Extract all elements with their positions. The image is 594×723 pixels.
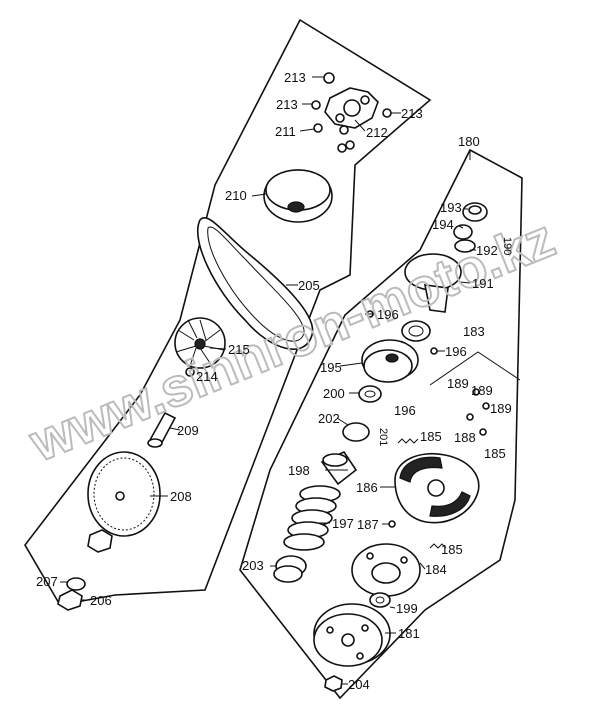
label-206: 206: [90, 593, 112, 608]
part-189-pins: [466, 388, 490, 436]
label-210: 210: [225, 188, 247, 203]
label-195: 195: [320, 360, 342, 375]
part-208-drive-pulley: [87, 451, 161, 537]
label-214: 214: [196, 369, 218, 384]
label-207: 207: [36, 574, 58, 589]
part-205-drive-belt: [197, 217, 314, 350]
label-196-mid: 196: [394, 403, 416, 418]
part-185-spring: [397, 438, 447, 549]
label-204: 204: [348, 677, 370, 692]
label-196-top: 196: [377, 307, 399, 322]
part-198-collar: [320, 450, 358, 486]
right-assembly-outline: [239, 148, 523, 700]
label-193: 193: [440, 200, 462, 215]
part-209-collar: [147, 411, 177, 448]
leader-lines: [60, 76, 476, 685]
label-185-right: 185: [484, 446, 506, 461]
part-192-ring: [454, 239, 476, 253]
label-213-left: 213: [276, 97, 298, 112]
label-189-a: 189: [447, 376, 469, 391]
part-210-face-plate: [263, 169, 333, 223]
label-181: 181: [398, 626, 420, 641]
label-197: 197: [332, 516, 354, 531]
part-196-pin-b: [430, 347, 438, 355]
label-213-top: 213: [284, 70, 306, 85]
label-194: 194: [432, 217, 454, 232]
label-215: 215: [228, 342, 250, 357]
part-197-spring: [283, 485, 341, 551]
part-star-nut: [87, 529, 113, 553]
label-212: 212: [366, 125, 388, 140]
label-188: 188: [454, 430, 476, 445]
label-199: 199: [396, 601, 418, 616]
part-215-cooling-fan: [174, 317, 226, 369]
label-203: 203: [242, 558, 264, 573]
part-186-clutch-shoes: [394, 453, 480, 524]
label-187: 187: [357, 517, 379, 532]
label-198: 198: [288, 463, 310, 478]
label-186: 186: [356, 480, 378, 495]
label-201: 201: [377, 428, 389, 446]
label-191: 191: [472, 276, 494, 291]
part-214-nut: [185, 367, 195, 377]
label-209: 209: [177, 423, 199, 438]
group-183-bracket: [429, 351, 521, 386]
part-207-washer: [66, 577, 86, 591]
label-202: 202: [318, 411, 340, 426]
label-183: 183: [463, 324, 485, 339]
label-185-bottom: 185: [441, 542, 463, 557]
label-213-right: 213: [401, 106, 423, 121]
part-203-collar: [273, 555, 307, 583]
label-180: 180: [458, 134, 480, 149]
part-labels: 213 213 213 211 212 210 205 215 214 209 …: [36, 70, 513, 692]
part-200-seal: [358, 385, 382, 403]
part-196-bearing: [401, 320, 431, 342]
part-195-movable-face: [361, 339, 419, 383]
part-212-weight-holder: [324, 87, 379, 129]
part-187-pin: [388, 520, 396, 528]
part-206-nut: [57, 589, 83, 611]
left-assembly-outline: [24, 18, 432, 606]
label-211: 211: [275, 124, 296, 139]
label-196-right: 196: [445, 344, 467, 359]
part-194-washer: [453, 224, 473, 240]
label-185-top: 185: [420, 429, 442, 444]
part-193-spring-seat: [462, 202, 488, 222]
part-204-nut: [324, 675, 343, 692]
part-202-o-ring: [342, 422, 370, 442]
label-208: 208: [170, 489, 192, 504]
label-190: 190: [501, 237, 513, 255]
label-205: 205: [298, 278, 320, 293]
label-200: 200: [323, 386, 345, 401]
part-199-nut: [369, 592, 391, 608]
label-184: 184: [425, 562, 447, 577]
part-191-driven-face: [404, 253, 462, 313]
part-181-clutch-bell: [313, 603, 391, 667]
label-192: 192: [476, 243, 498, 258]
label-189-c: 189: [490, 401, 512, 416]
label-189-b: 189: [471, 383, 493, 398]
part-184-clutch-plate: [351, 543, 421, 597]
